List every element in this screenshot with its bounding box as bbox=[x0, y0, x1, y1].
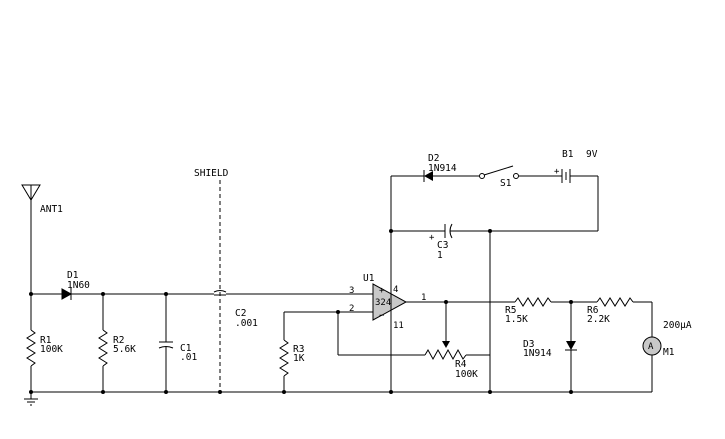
r3-ref: R3 bbox=[293, 344, 304, 355]
switch-s1: S1 bbox=[479, 165, 519, 189]
d2-value: 1N914 bbox=[428, 163, 457, 174]
d1-ref: D1 bbox=[67, 270, 79, 281]
junction-dots bbox=[29, 229, 573, 394]
r3-value: 1K bbox=[293, 353, 305, 364]
r5-value: 1.5K bbox=[505, 314, 528, 325]
m1-ref: M1 bbox=[663, 347, 675, 358]
u1-pin4: 4 bbox=[393, 285, 398, 295]
opamp-u1: U1 324 3 2 + − 4 1 11 bbox=[349, 273, 426, 331]
c2-ref: C2 bbox=[235, 308, 246, 319]
r2-value: 5.6K bbox=[113, 344, 136, 355]
shield: SHIELD bbox=[194, 168, 229, 392]
resistor-r2: R2 5.6K bbox=[98, 294, 136, 392]
b1-value: 9V bbox=[586, 149, 598, 160]
u1-ref: U1 bbox=[363, 273, 375, 284]
capacitor-c1: C1 .01 bbox=[158, 294, 197, 392]
r6-value: 2.2K bbox=[587, 314, 610, 325]
shield-label: SHIELD bbox=[194, 168, 229, 179]
r1-ref: R1 bbox=[40, 335, 52, 346]
r5-ref: R5 bbox=[505, 305, 516, 316]
b1-plus: + bbox=[554, 167, 560, 177]
d1-value: 1N60 bbox=[67, 280, 90, 291]
potentiometer-r4: R4 100K bbox=[424, 302, 490, 380]
c3-plus: + bbox=[429, 233, 435, 243]
u1-pin3: 3 bbox=[349, 286, 354, 296]
ammeter-m1: A 200µA M1 bbox=[642, 302, 692, 392]
u1-body-label: 324 bbox=[375, 298, 391, 308]
antenna-ant1: ANT1 bbox=[21, 184, 63, 294]
capacitor-c3: + C3 1 bbox=[429, 223, 453, 261]
diode-d3: D3 1N914 bbox=[523, 302, 577, 392]
b1-ref: B1 bbox=[562, 149, 574, 160]
r2-ref: R2 bbox=[113, 335, 124, 346]
resistor-r3: R3 1K bbox=[279, 312, 305, 392]
c3-ref: C3 bbox=[437, 240, 448, 251]
r4-ref: R4 bbox=[455, 359, 467, 370]
resistor-r1: R1 100K bbox=[26, 294, 63, 392]
u1-pin11: 11 bbox=[393, 321, 404, 331]
m1-symbol: A bbox=[648, 342, 654, 352]
d2-ref: D2 bbox=[428, 153, 439, 164]
u1-minus-sign: − bbox=[379, 311, 385, 321]
diode-d1: D1 1N60 bbox=[61, 270, 90, 300]
resistor-r5: R5 1.5K bbox=[505, 297, 552, 325]
m1-value: 200µA bbox=[663, 320, 692, 331]
s1-ref: S1 bbox=[500, 178, 512, 189]
u1-pin2: 2 bbox=[349, 304, 354, 314]
r6-ref: R6 bbox=[587, 305, 599, 316]
diode-d2: D2 1N914 bbox=[423, 153, 457, 182]
d3-ref: D3 bbox=[523, 339, 534, 350]
c1-value: .01 bbox=[180, 352, 197, 363]
d3-value: 1N914 bbox=[523, 348, 552, 359]
c2-value: .001 bbox=[235, 318, 258, 329]
battery-b1: + B1 9V bbox=[554, 149, 598, 183]
resistor-r6: R6 2.2K bbox=[587, 297, 634, 325]
u1-plus-sign: + bbox=[379, 286, 385, 296]
r4-value: 100K bbox=[455, 369, 478, 380]
capacitor-c2: C2 .001 bbox=[213, 290, 258, 329]
c3-value: 1 bbox=[437, 250, 443, 261]
c1-ref: C1 bbox=[180, 343, 192, 354]
r1-value: 100K bbox=[40, 344, 63, 355]
ant1-label: ANT1 bbox=[40, 204, 63, 215]
u1-pin1: 1 bbox=[421, 293, 426, 303]
